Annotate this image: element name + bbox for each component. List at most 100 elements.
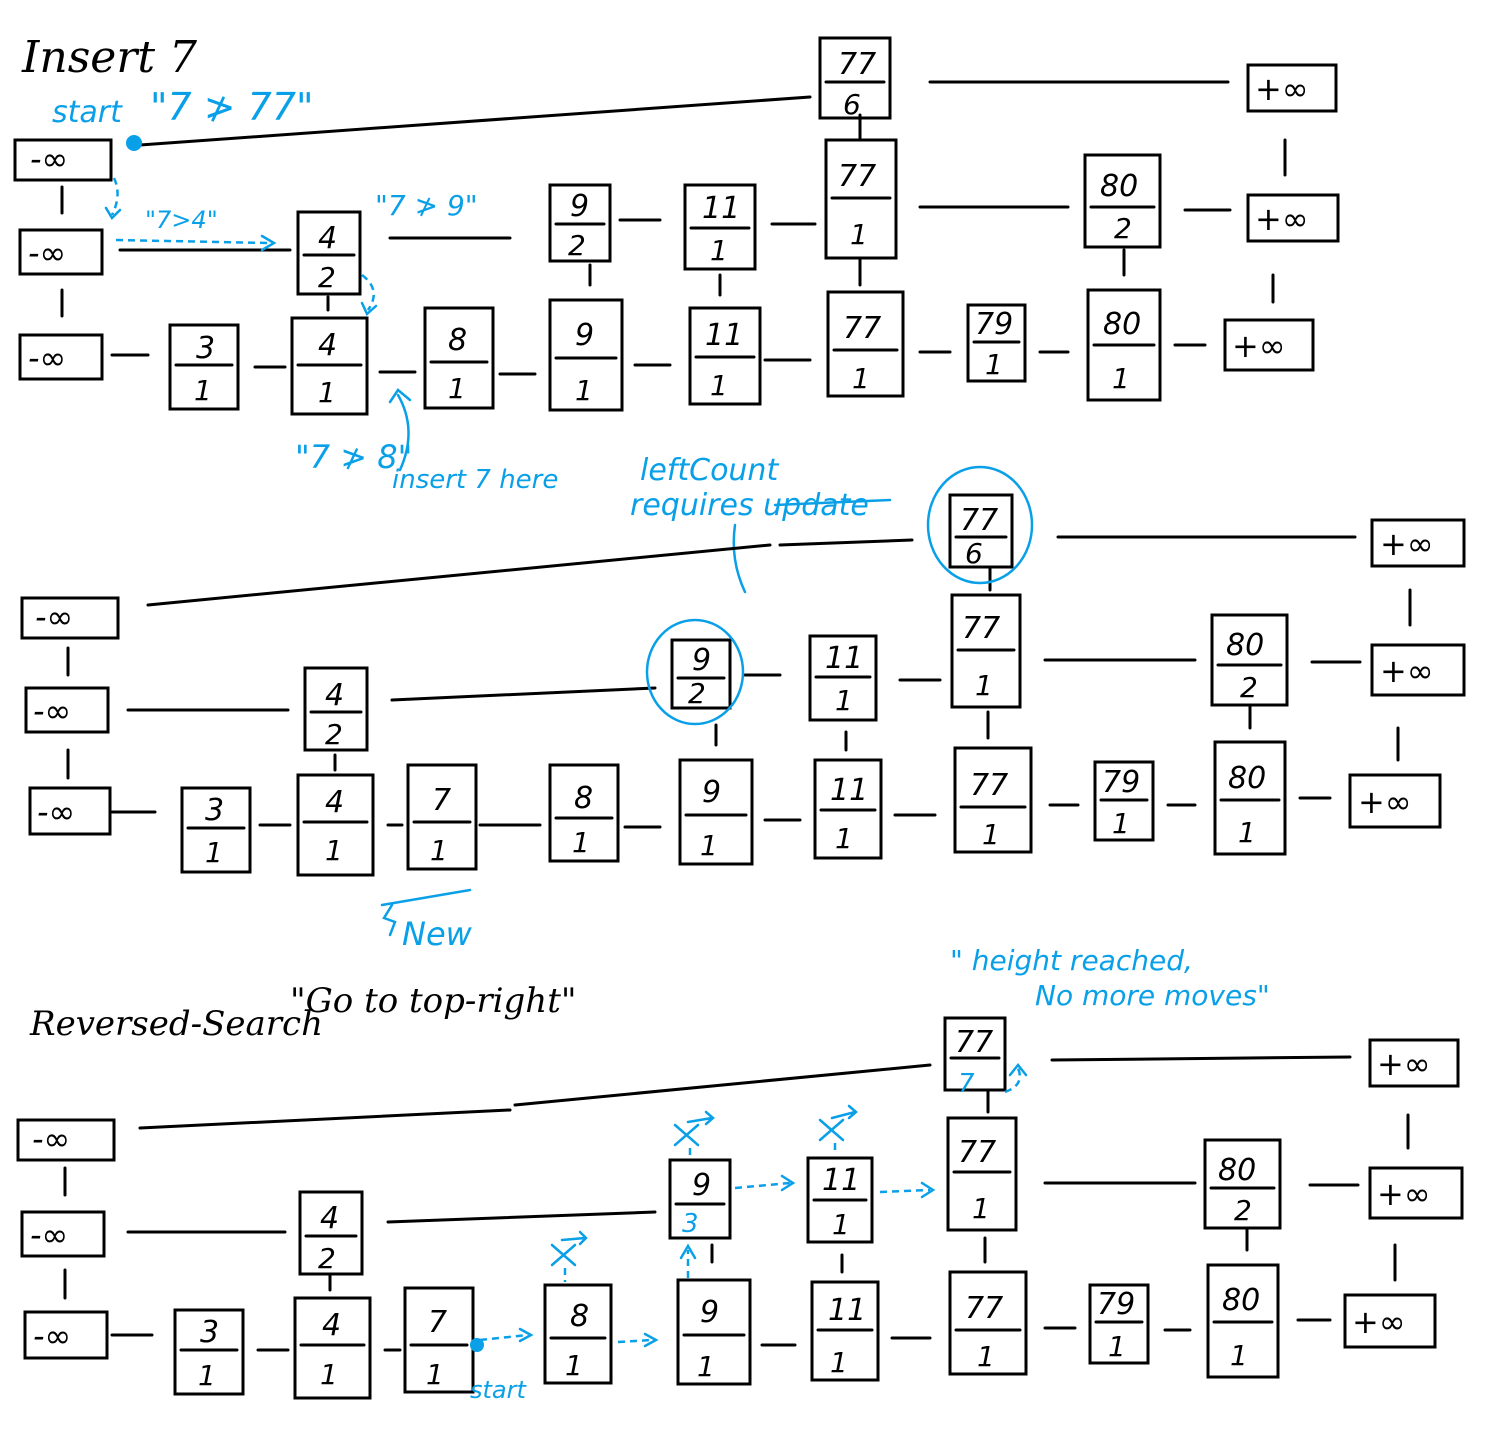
label-start: start xyxy=(52,95,123,130)
svg-text:77: 77 xyxy=(962,611,1000,646)
label-height-reached: " height reached, xyxy=(950,944,1193,977)
svg-text:+∞: +∞ xyxy=(1358,783,1411,821)
svg-text:1: 1 xyxy=(325,834,343,867)
svg-text:4: 4 xyxy=(318,328,337,363)
node-77-level0: 77 1 xyxy=(948,1270,1028,1376)
node-8: 8 1 xyxy=(423,306,495,410)
insert-arrow xyxy=(396,393,410,472)
svg-text:1: 1 xyxy=(1108,1330,1126,1363)
blocked-mark xyxy=(818,1104,858,1155)
svg-text:+∞: +∞ xyxy=(1232,327,1285,365)
pointer-mark xyxy=(382,903,397,937)
svg-text:3: 3 xyxy=(682,1209,699,1239)
node-79: 79 1 xyxy=(1088,1283,1150,1365)
node-80-level0: 80 1 xyxy=(1213,740,1287,856)
node-8: 8 1 xyxy=(543,1283,613,1385)
svg-text:1: 1 xyxy=(565,1349,583,1382)
svg-text:77: 77 xyxy=(838,159,876,194)
svg-text:1: 1 xyxy=(850,218,868,251)
search-path-arrow xyxy=(110,177,119,216)
svg-text:-∞: -∞ xyxy=(30,140,68,178)
svg-text:77: 77 xyxy=(965,1291,1003,1326)
search-path-arrow xyxy=(361,274,375,311)
node-77-level2: 77 6 xyxy=(818,36,892,121)
svg-text:1: 1 xyxy=(700,829,718,862)
node-79: 79 1 xyxy=(966,303,1027,383)
neg-inf-node: -∞ xyxy=(18,228,104,276)
svg-text:77: 77 xyxy=(843,311,881,346)
label-insert-here: insert 7 here xyxy=(392,465,558,495)
svg-text:77: 77 xyxy=(955,1025,993,1060)
svg-text:79: 79 xyxy=(975,307,1013,342)
svg-text:2: 2 xyxy=(325,718,343,751)
neg-inf-node: -∞ xyxy=(20,1210,106,1258)
svg-text:77: 77 xyxy=(960,503,998,538)
svg-text:4: 4 xyxy=(325,678,344,713)
underline xyxy=(380,888,472,907)
svg-text:6: 6 xyxy=(843,88,861,121)
svg-text:1: 1 xyxy=(697,1350,715,1383)
node-4-level0: 4 1 xyxy=(290,316,369,416)
svg-text:4: 4 xyxy=(322,1308,341,1343)
svg-text:1: 1 xyxy=(1112,807,1130,840)
edge xyxy=(390,686,657,702)
node-77-level1: 77 1 xyxy=(824,138,898,260)
pos-inf-node: +∞ xyxy=(1370,643,1466,697)
svg-text:3: 3 xyxy=(200,1315,219,1350)
svg-text:7: 7 xyxy=(958,1069,975,1099)
svg-text:1: 1 xyxy=(985,348,1003,381)
node-80-level1: 80 2 xyxy=(1203,1138,1282,1230)
pointer-line xyxy=(732,523,747,594)
arrow-head xyxy=(679,1243,697,1260)
search-path-arrow xyxy=(1004,1067,1022,1094)
start-dot xyxy=(126,135,142,151)
pos-inf-node: +∞ xyxy=(1368,1038,1460,1088)
svg-text:80: 80 xyxy=(1103,307,1141,342)
search-path-arrow xyxy=(617,1338,653,1344)
svg-text:1: 1 xyxy=(830,1346,848,1379)
node-11-level0: 11 1 xyxy=(688,306,762,406)
svg-text:-∞: -∞ xyxy=(37,793,75,831)
search-path-arrow xyxy=(115,238,271,245)
search-path-arrow xyxy=(734,1181,791,1190)
svg-text:-∞: -∞ xyxy=(28,339,66,377)
underline xyxy=(773,498,892,507)
node-79: 79 1 xyxy=(1093,760,1155,842)
svg-text:-∞: -∞ xyxy=(30,1216,68,1254)
label-requires-update: requires update xyxy=(630,488,869,523)
node-3: 3 1 xyxy=(168,323,240,411)
svg-text:1: 1 xyxy=(710,234,728,267)
svg-text:1: 1 xyxy=(194,374,212,407)
edge xyxy=(138,95,812,147)
svg-text:9: 9 xyxy=(692,643,711,678)
node-4-level1: 4 2 xyxy=(298,1190,364,1276)
svg-text:1: 1 xyxy=(832,1208,850,1241)
node-77-level2: 77 7 xyxy=(943,1016,1007,1099)
node-11-level0: 11 1 xyxy=(813,758,883,860)
node-77-level0: 77 1 xyxy=(953,746,1033,854)
label-compare-8: "7 ≯ 8" xyxy=(295,438,412,476)
neg-inf-node: -∞ xyxy=(13,138,113,182)
svg-text:2: 2 xyxy=(1234,1194,1252,1227)
node-11-level1: 11 1 xyxy=(806,1156,874,1244)
node-11-level0: 11 1 xyxy=(810,1280,880,1382)
node-7: 7 1 xyxy=(403,1286,475,1394)
svg-text:77: 77 xyxy=(970,768,1008,803)
edge xyxy=(386,1210,657,1224)
svg-text:1: 1 xyxy=(320,1358,338,1391)
node-11-level1: 11 1 xyxy=(683,183,757,271)
svg-text:80: 80 xyxy=(1222,1283,1260,1318)
neg-inf-node: -∞ xyxy=(16,1118,116,1162)
svg-text:4: 4 xyxy=(318,221,337,256)
svg-text:+∞: +∞ xyxy=(1255,70,1308,108)
svg-text:4: 4 xyxy=(320,1201,339,1236)
svg-text:7: 7 xyxy=(432,783,451,818)
pos-inf-node: +∞ xyxy=(1246,193,1340,243)
label-start-bottom: start xyxy=(470,1376,527,1404)
node-3: 3 1 xyxy=(173,1308,245,1396)
label-new: New xyxy=(402,915,473,953)
svg-text:9: 9 xyxy=(692,1168,711,1203)
svg-text:80: 80 xyxy=(1218,1153,1256,1188)
pos-inf-node: +∞ xyxy=(1246,63,1338,113)
